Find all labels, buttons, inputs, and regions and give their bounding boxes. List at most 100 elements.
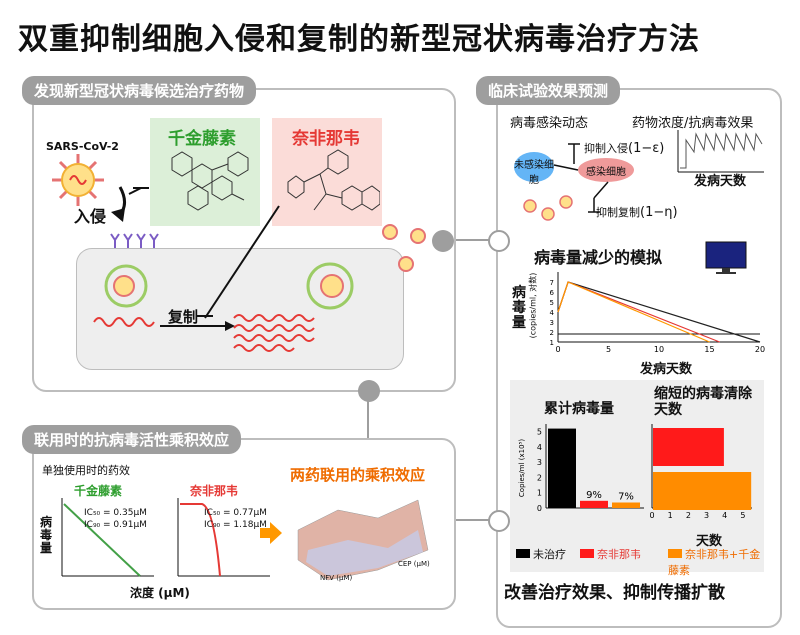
replication-inhibit-arrow <box>160 205 280 331</box>
sim-title: 病毒量减少的模拟 <box>534 248 663 267</box>
uninfected-cell: 未感染细胞 <box>514 152 554 186</box>
drug1-box <box>150 118 260 226</box>
sim-y-tick: 1 <box>550 339 554 347</box>
entry-arrow <box>111 186 149 222</box>
axis-cep: CEP (μM) <box>398 560 430 568</box>
c-ylabel: 病毒量 <box>40 515 53 555</box>
sim-x-tick: 20 <box>755 345 765 354</box>
drug2-ic50: IC₅₀ = 0.77μM <box>204 508 267 518</box>
sim-y-tick: 7 <box>550 279 554 287</box>
efficacy-xlabel: 发病天数 <box>694 174 747 189</box>
sim-y-tick: 6 <box>550 289 555 297</box>
sim-yunit: (copies/ml, 对数) <box>528 272 538 339</box>
drug2-ic90: IC₉₀ = 1.18μM <box>204 520 267 530</box>
connector-node-b <box>488 230 510 252</box>
sim-x-tick: 5 <box>606 345 611 354</box>
cum-y-tick: 2 <box>537 473 542 482</box>
cum-y-tick: 3 <box>537 458 542 467</box>
sim-x-tick: 10 <box>654 345 664 354</box>
entry-label: 入侵 <box>74 207 107 226</box>
cum-bar <box>548 428 576 508</box>
drug2-structure <box>287 149 380 211</box>
drug1-structure <box>171 151 249 211</box>
sim-xlabel: 发病天数 <box>640 362 693 377</box>
shorten-title: 缩短的病毒清除天数 <box>654 386 752 418</box>
efficacy-chart <box>677 130 764 173</box>
drug1-ic50: IC₅₀ = 0.35μM <box>84 508 147 518</box>
efficacy-title: 药物浓度/抗病毒效果 <box>632 116 754 131</box>
host-cell <box>76 248 404 370</box>
legend-swatch-none <box>516 549 530 558</box>
monitor-icon <box>705 241 747 274</box>
sim-y-tick: 4 <box>550 309 555 317</box>
endosome-icon <box>104 264 148 308</box>
c-drug1: 千金藤素 <box>74 484 123 498</box>
rna-strand <box>93 317 155 327</box>
legend-swatch-nfv <box>580 549 594 558</box>
single-title: 单独使用时的药效 <box>42 464 130 477</box>
drug1-dose-curve <box>61 498 154 577</box>
connector-node-a <box>432 230 454 252</box>
days-label: 天数 <box>696 534 723 549</box>
replication-label: 复制 <box>168 308 199 326</box>
sim-series-line <box>557 281 710 343</box>
sim-y-tick: 5 <box>550 299 554 307</box>
panel-discovery-title: 发现新型冠状病毒候选治疗药物 <box>22 76 257 105</box>
assembly-icon <box>306 262 354 310</box>
days-chart: 0 1 2 3 4 5 <box>649 424 752 520</box>
drug1-ic90: IC₉₀ = 0.91μM <box>84 520 147 530</box>
cum-bar <box>612 502 640 508</box>
page-title: 双重抑制细胞入侵和复制的新型冠状病毒治疗方法 <box>18 22 700 57</box>
panel-combination-title: 联用时的抗病毒活性乘积效应 <box>22 425 242 454</box>
infected-cell: 感染细胞 <box>578 158 634 182</box>
legend-swatch-combo <box>668 549 682 558</box>
legend-combo: 奈非那韦+千金藤素 <box>668 548 761 577</box>
cum-bar-label: 7% <box>618 492 634 503</box>
days-x-tick: 0 <box>649 511 654 520</box>
cum-y-tick: 1 <box>537 489 542 498</box>
legend-none: 未治疗 <box>516 546 566 562</box>
sim-y-tick: 2 <box>550 329 554 337</box>
inhibit-repl-label: 抑制复制(1−η) <box>596 205 678 220</box>
dynamics-diagram <box>523 143 609 221</box>
drug2-dose-curve <box>177 498 270 577</box>
axis-nfv: NFV (μM) <box>320 574 353 582</box>
inhibit-entry-label: 抑制入侵(1−ε) <box>584 141 665 156</box>
days-x-tick: 5 <box>740 511 745 520</box>
cum-bar-label: 9% <box>586 490 602 501</box>
cum-bar <box>580 500 608 508</box>
cum-y-tick: 5 <box>537 428 542 437</box>
cum-y-tick: 0 <box>537 504 542 513</box>
sim-y-tick: 3 <box>550 319 554 327</box>
combo-surface <box>297 499 429 581</box>
panel-clinical-title: 临床试验效果预测 <box>476 76 621 105</box>
days-bar <box>653 472 752 510</box>
days-x-tick: 4 <box>722 511 727 520</box>
legend-nfv: 奈非那韦 <box>580 546 641 562</box>
days-x-tick: 1 <box>668 511 673 520</box>
sim-ylabel: 病毒量 <box>512 285 526 331</box>
connector-node-ac <box>358 380 380 402</box>
arrow-right-icon <box>260 522 282 544</box>
cum-y-label: Copies/ml (x10⁵) <box>518 439 526 497</box>
drug1-name: 千金藤素 <box>168 129 236 149</box>
c-xlabel: 浓度 (μM) <box>130 586 190 600</box>
replicated-rna <box>233 314 315 352</box>
virus-icon <box>52 154 104 206</box>
released-virus-icons <box>382 224 426 272</box>
sim-x-tick: 0 <box>555 345 560 354</box>
c-drug2: 奈非那韦 <box>190 484 239 498</box>
cum-y-tick: 4 <box>537 443 542 452</box>
virus-label: SARS-CoV-2 <box>46 140 119 153</box>
conclusion: 改善治疗效果、抑制传播扩散 <box>504 583 725 603</box>
receptor-icons <box>110 233 159 248</box>
days-x-tick: 3 <box>704 511 709 520</box>
combo-title: 两药联用的乘积效应 <box>290 466 426 484</box>
drug2-name: 奈非那韦 <box>292 129 360 149</box>
days-bar <box>653 428 724 466</box>
days-x-tick: 2 <box>686 511 691 520</box>
cum-title: 累计病毒量 <box>544 401 614 417</box>
drug2-box <box>272 118 382 226</box>
